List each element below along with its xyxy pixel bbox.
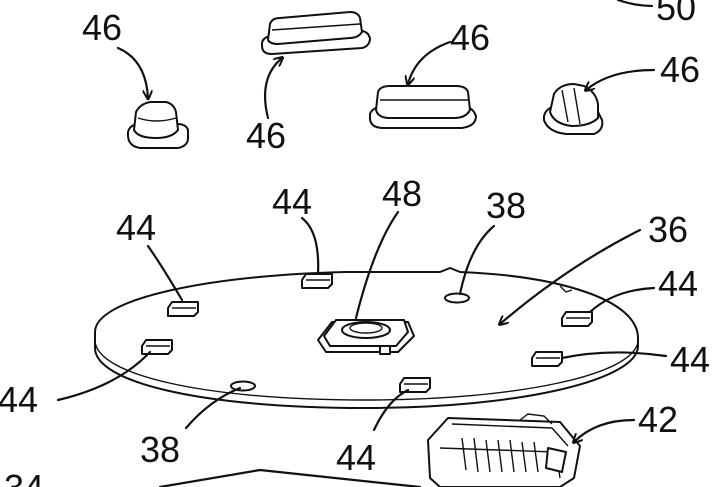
leader-46-left: [118, 48, 148, 98]
label-46-center: 46: [450, 17, 490, 58]
button-cap-right: [544, 84, 602, 134]
button-cap-left: [128, 102, 188, 148]
label-34: 34: [4, 467, 44, 487]
label-36: 36: [648, 209, 688, 250]
label-50: 50: [656, 0, 696, 28]
label-38-upper: 38: [486, 185, 526, 226]
led-chip-left: [142, 340, 172, 354]
label-44-top: 44: [272, 181, 312, 222]
leader-46-center: [408, 42, 450, 84]
leader-44-top: [302, 218, 318, 274]
center-switch: [318, 320, 414, 354]
label-44-bottom: 44: [336, 437, 376, 478]
label-44-left: 44: [0, 379, 38, 420]
leader-46-top: [265, 58, 282, 118]
usb-connector: [428, 414, 580, 487]
label-46-top: 46: [246, 115, 286, 156]
led-chip-upper-left: [168, 302, 198, 316]
led-chip-right-lower: [532, 352, 562, 366]
led-chip-bottom: [400, 378, 430, 392]
label-42: 42: [638, 399, 678, 440]
led-chip-top: [302, 274, 332, 288]
button-cap-top-center: [262, 12, 370, 54]
label-44-upper-left: 44: [116, 207, 156, 248]
label-44-right-upper: 44: [658, 263, 698, 304]
label-44-right-lower: 44: [670, 339, 710, 380]
led-chip-right-upper: [562, 312, 592, 326]
leader-46-right: [586, 70, 654, 90]
button-cap-center: [370, 86, 476, 128]
label-48: 48: [382, 173, 422, 214]
base-edge: [160, 470, 420, 487]
mounting-hole-upper: [445, 294, 469, 303]
label-38-lower: 38: [140, 429, 180, 470]
leader-50: [618, 0, 652, 6]
label-46-right: 46: [660, 49, 700, 90]
leader-42: [574, 420, 634, 442]
label-46-left: 46: [82, 7, 122, 48]
